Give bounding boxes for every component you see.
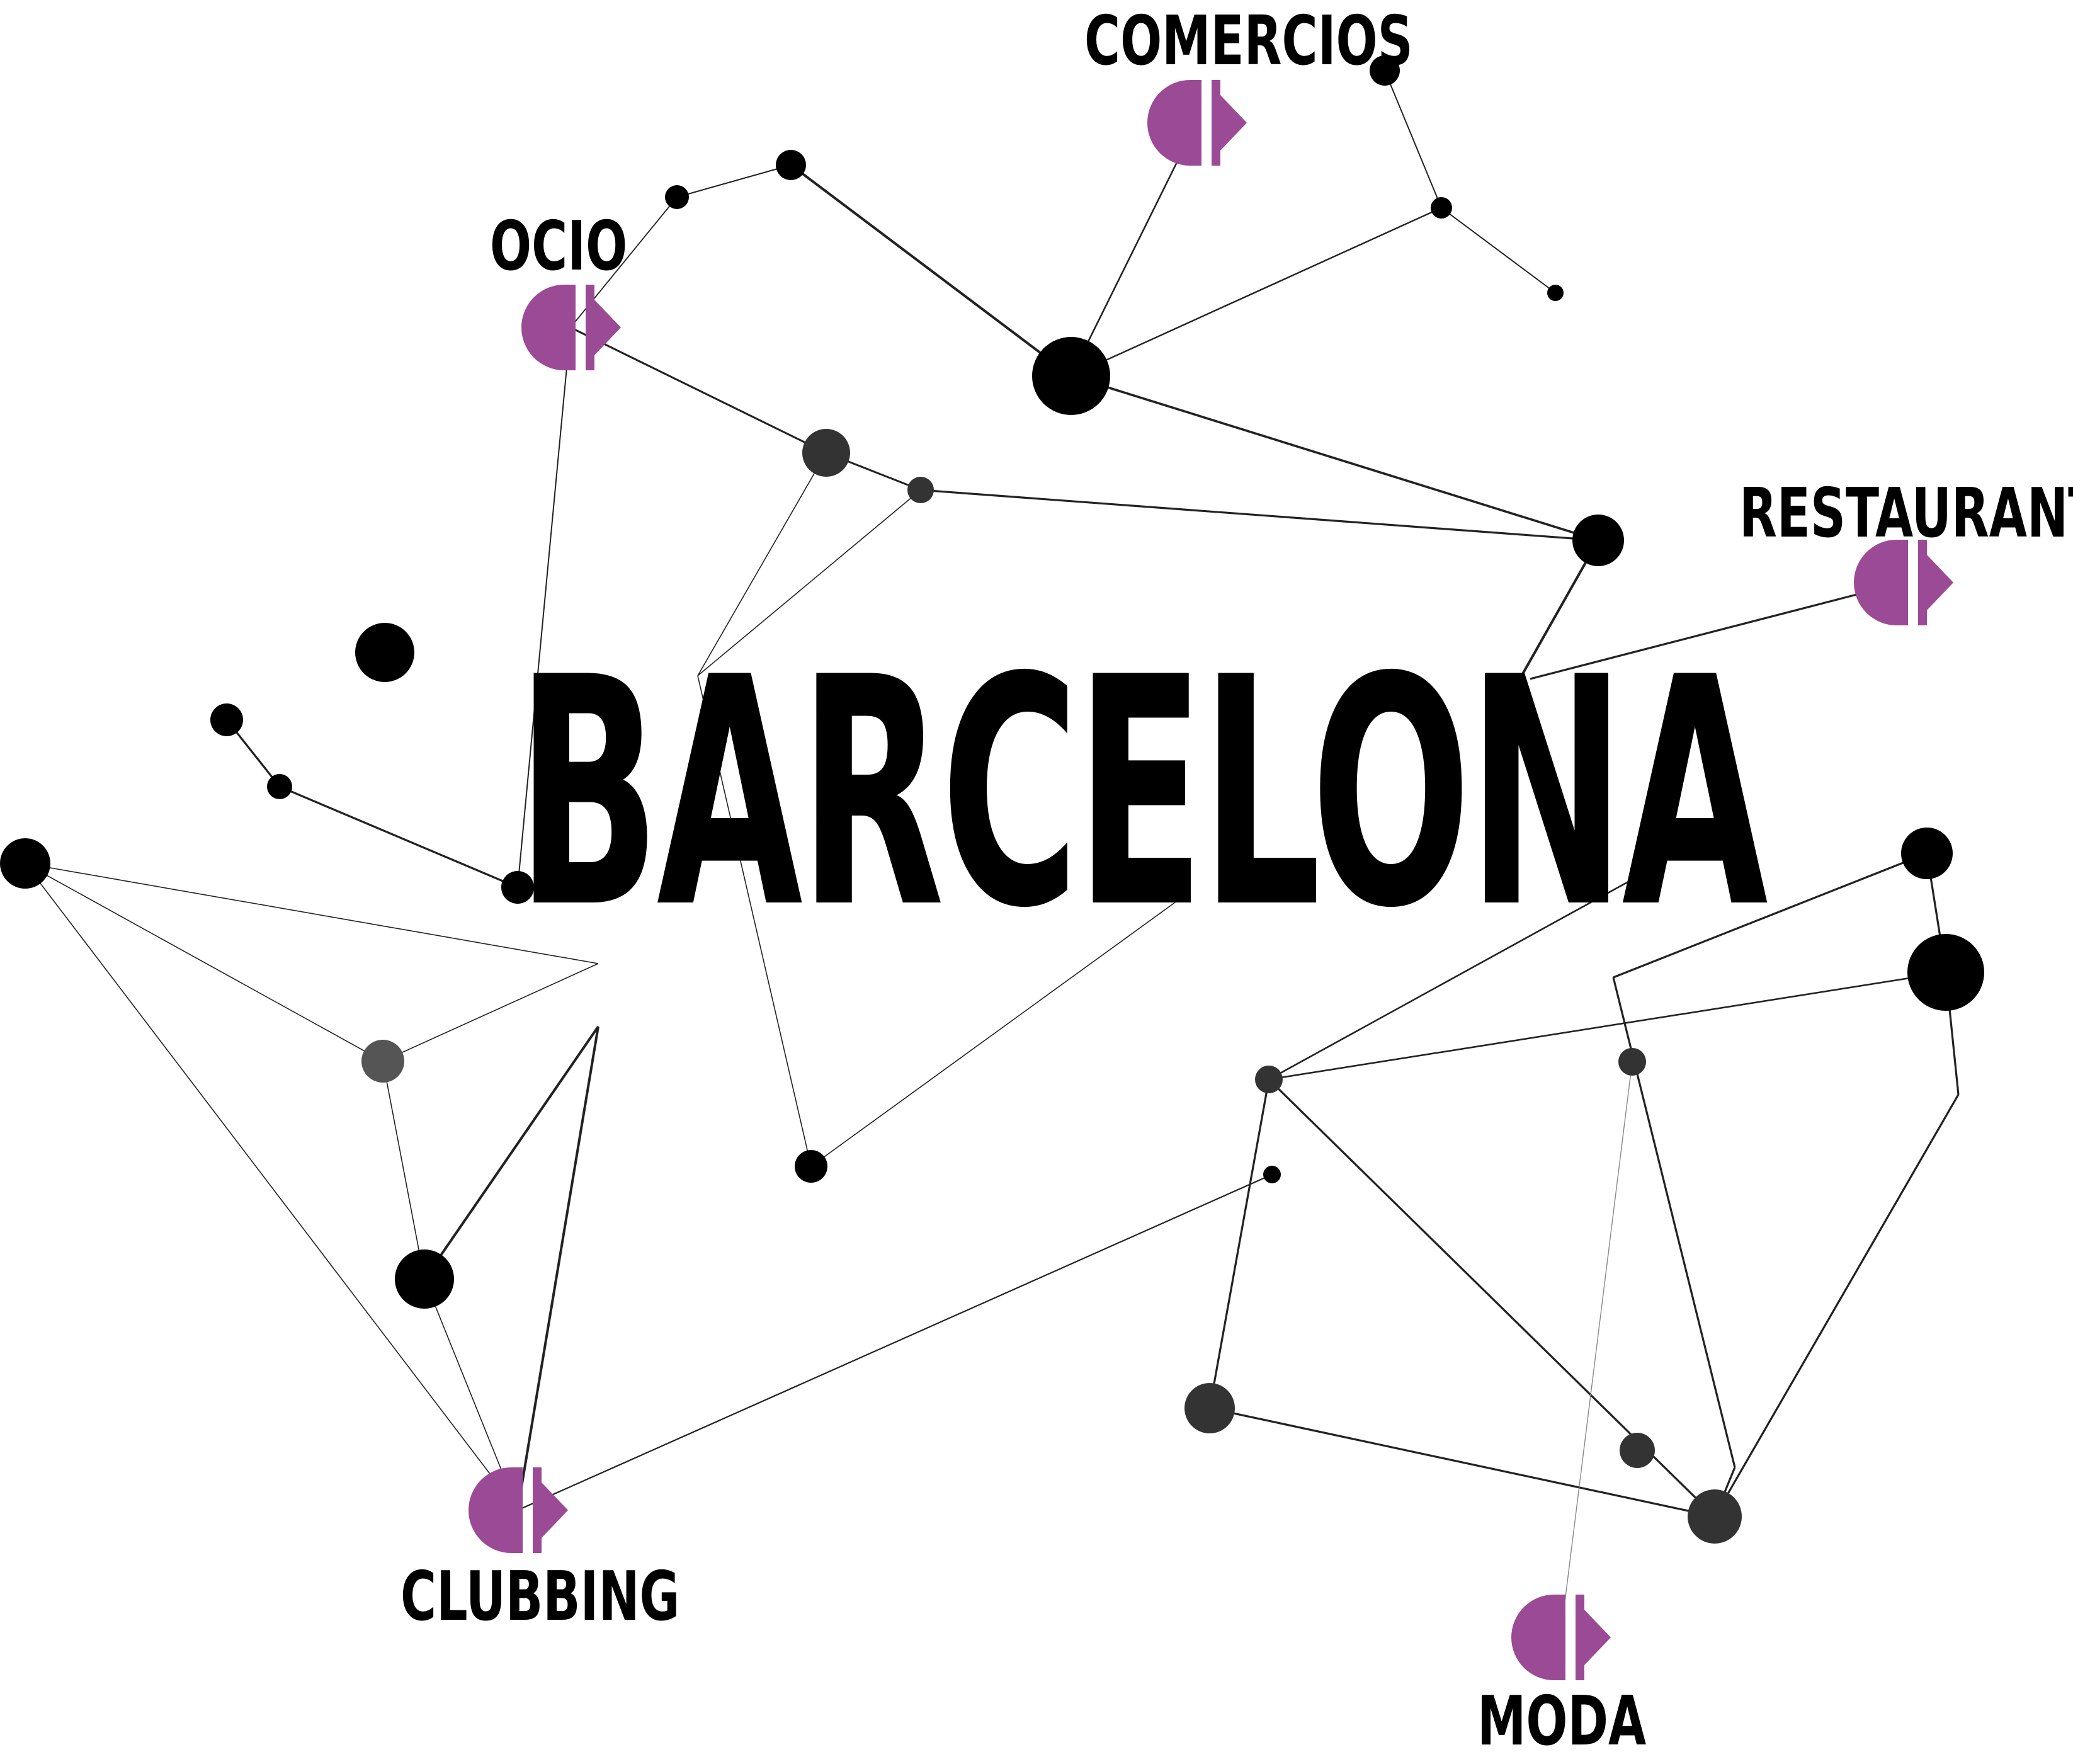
edge-7 [1070, 122, 1198, 377]
label-restaurantes: RESTAURANTES [1739, 474, 2073, 553]
edge-29 [1530, 581, 1904, 680]
edge-27 [516, 1026, 599, 1511]
edge-26 [423, 1025, 599, 1280]
network-nodes [0, 55, 1984, 1544]
node-n12 [501, 871, 534, 904]
marker-comercios-half-disc [1147, 80, 1201, 166]
edge-34 [1209, 1407, 1715, 1518]
edge-41 [1560, 1061, 1633, 1638]
edge-30 [1268, 880, 1629, 1081]
edge-17 [517, 327, 571, 888]
edge-22 [382, 963, 599, 1062]
node-n2 [1431, 197, 1452, 219]
marker-clubbing-bar [533, 1467, 542, 1553]
edge-11 [920, 489, 1599, 542]
marker-restaurantes-play-button-icon[interactable] [1854, 540, 1953, 625]
edge-31 [1268, 971, 1946, 1081]
marker-moda-play-triangle [1584, 1610, 1611, 1665]
node-g1 [802, 429, 850, 477]
page-title: BARCELONA [516, 610, 1768, 977]
edge-16 [810, 900, 1178, 1167]
node-n18 [1263, 1166, 1281, 1183]
marker-restaurantes-play-triangle [1927, 555, 1953, 610]
node-g8 [1688, 1489, 1742, 1544]
marker-clubbing-play-triangle [542, 1482, 568, 1538]
edge-15 [697, 675, 812, 1167]
node-g5 [1618, 1048, 1646, 1076]
edge-9 [570, 326, 827, 454]
edge-21 [25, 863, 383, 1062]
edge-1 [1441, 207, 1556, 293]
marker-restaurantes-bar [1918, 540, 1927, 625]
node-n3 [1547, 285, 1564, 301]
marker-moda-bar [1576, 1595, 1584, 1680]
edge-24 [382, 1061, 425, 1280]
node-n10 [210, 703, 243, 736]
edge-4 [676, 164, 792, 198]
node-n16 [795, 1150, 827, 1183]
node-n19 [1901, 828, 1953, 879]
edge-3 [790, 164, 1072, 377]
node-n20 [1907, 934, 1984, 1011]
node-g3 [361, 1040, 404, 1083]
node-n4 [776, 150, 806, 180]
marker-restaurantes-half-disc [1854, 540, 1908, 625]
marker-comercios-play-button-icon[interactable] [1147, 80, 1247, 166]
marker-moda-half-disc [1511, 1595, 1565, 1680]
marker-ocio-play-triangle [594, 300, 621, 355]
label-clubbing: CLUBBING [400, 1557, 680, 1636]
node-n1 [1370, 55, 1400, 86]
marker-ocio-play-button-icon[interactable] [521, 285, 621, 370]
node-hub [1032, 337, 1110, 415]
edge-40 [1713, 1094, 1960, 1517]
edge-2 [1071, 207, 1442, 377]
node-n15 [395, 1249, 454, 1309]
category-markers [469, 80, 1953, 1680]
node-n13 [0, 838, 50, 889]
marker-comercios-bar [1212, 80, 1220, 166]
node-g4 [1255, 1066, 1283, 1093]
node-n11 [267, 774, 292, 799]
node-g6 [1184, 1383, 1235, 1433]
node-g7 [1620, 1433, 1655, 1468]
marker-clubbing-play-button-icon[interactable] [469, 1467, 568, 1553]
label-moda: MODA [1477, 1682, 1647, 1761]
node-n5 [665, 185, 689, 209]
marker-ocio-bar [586, 285, 594, 370]
label-comercios: COMERCIOS [1084, 2, 1413, 81]
marker-clubbing-half-disc [469, 1467, 523, 1553]
edge-14 [697, 489, 921, 676]
node-n8 [1572, 515, 1624, 566]
marker-comercios-play-triangle [1220, 95, 1247, 151]
edge-13 [697, 452, 827, 676]
edge-8 [1071, 375, 1599, 542]
edge-23 [25, 863, 518, 1511]
label-ocio: OCIO [490, 207, 628, 286]
node-g2 [907, 477, 934, 503]
edge-12 [1516, 540, 1599, 685]
edge-35 [1613, 852, 1928, 979]
marker-moda-play-button-icon[interactable] [1511, 1595, 1611, 1680]
edge-32 [1208, 1079, 1270, 1409]
edge-19 [279, 785, 518, 889]
edge-20 [25, 863, 599, 964]
node-n9 [355, 623, 414, 682]
edge-28 [517, 1173, 1273, 1511]
marker-ocio-half-disc [521, 285, 576, 370]
edge-0 [1384, 70, 1442, 208]
